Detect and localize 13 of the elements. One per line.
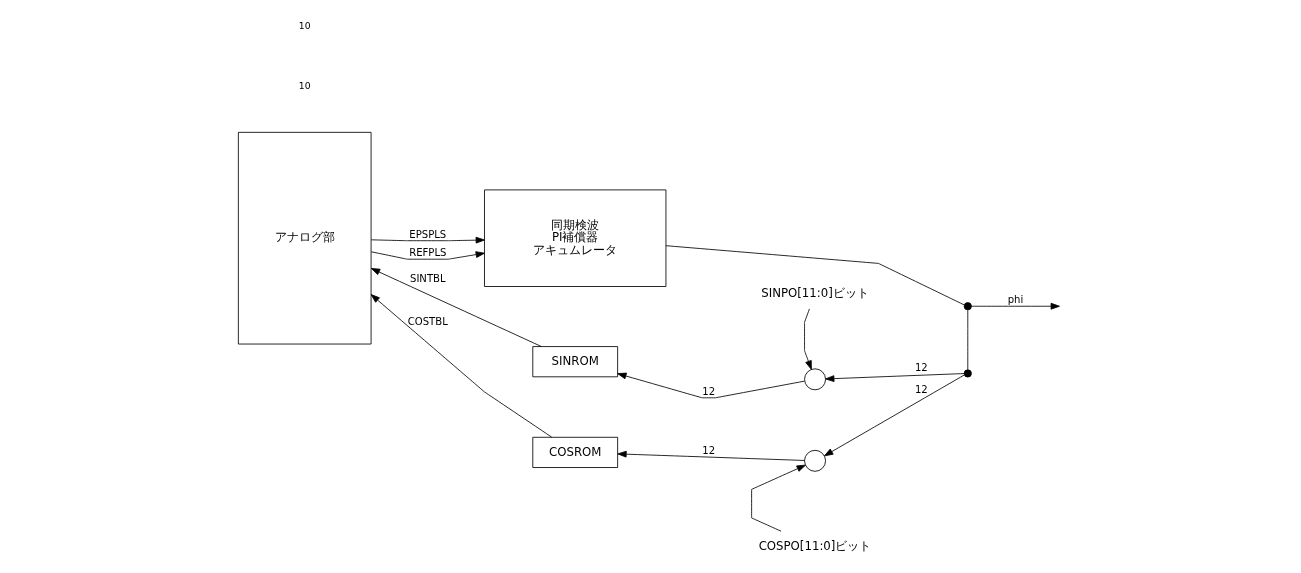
edge-label: COSTBL bbox=[407, 316, 448, 328]
label: 10 bbox=[298, 19, 311, 31]
node-text: COSPO[11:0]ビット bbox=[758, 538, 872, 553]
edge-label: REFPLS bbox=[409, 247, 447, 259]
node-text: SINPO[11:0]ビット bbox=[761, 285, 869, 300]
edge-label: 12 bbox=[702, 385, 716, 397]
edge-label: 12 bbox=[702, 444, 716, 456]
edge-label: EPSPLS bbox=[409, 228, 447, 240]
edge-label: SINTBL bbox=[409, 273, 446, 285]
edge-label: 12 bbox=[914, 362, 928, 374]
edge-label: phi bbox=[1007, 294, 1024, 306]
label: 10 bbox=[298, 80, 311, 92]
edge-label: 12 bbox=[914, 384, 928, 396]
